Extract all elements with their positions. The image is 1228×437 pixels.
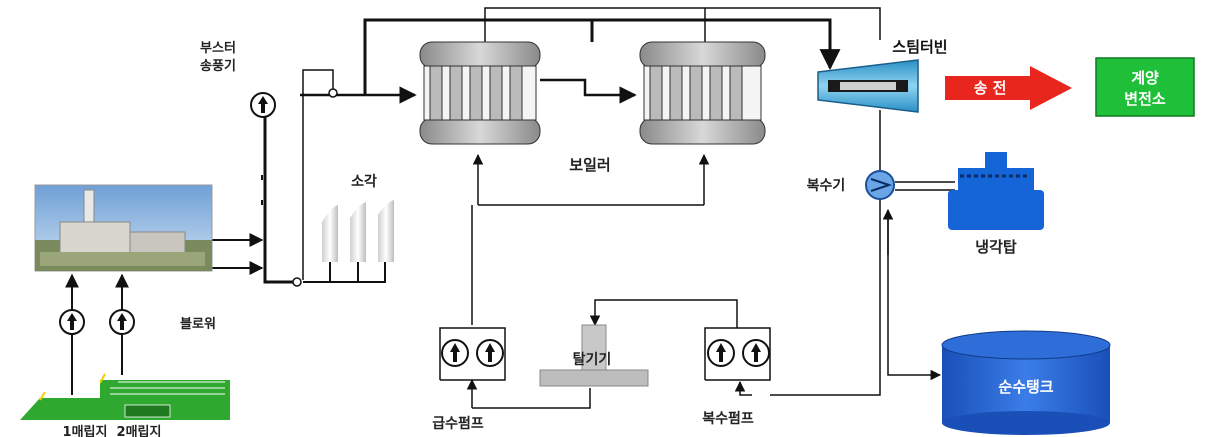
incinerator-flues — [322, 200, 394, 262]
transmission-arrow — [945, 66, 1072, 110]
booster-fan-label-line-1: 부스터 — [200, 40, 236, 56]
plant-photo — [35, 185, 212, 271]
condensate-pump-label: 복수펌프 — [702, 410, 754, 427]
landfill-graphic — [20, 374, 230, 420]
condensate-pump-b-icon — [743, 340, 769, 366]
condenser — [866, 171, 894, 199]
cooling-tower — [948, 152, 1044, 230]
feedwater-pump-label: 급수펌프 — [432, 415, 484, 432]
feedwater-pump-b-icon — [477, 340, 503, 366]
incinerator-label: 소각 — [351, 173, 377, 190]
substation-label-line-2: 변전소 — [1124, 90, 1166, 108]
condensate-pump-a-icon — [708, 340, 734, 366]
blower-label: 블로워 — [180, 317, 216, 332]
landfill-2-pump-icon — [110, 310, 134, 334]
boiler-label: 보일러 — [569, 156, 610, 174]
cooling-tower-label: 냉각탑 — [975, 238, 1017, 256]
pure-water-tank-label: 순수탱크 — [998, 378, 1053, 396]
steam-turbine-label: 스팀터빈 — [892, 38, 947, 56]
landfill-1-pump-icon — [60, 310, 84, 334]
boiler-2 — [640, 42, 765, 144]
condenser-label: 복수기 — [807, 178, 846, 194]
boiler-1 — [420, 42, 540, 144]
booster-fan-label-line-2: 송풍기 — [200, 59, 236, 74]
transmission-label: 송 전 — [974, 79, 1007, 97]
deaerator-label: 탈기기 — [573, 352, 612, 368]
steam-turbine — [818, 60, 918, 112]
substation-label-line-1: 계양 — [1131, 69, 1159, 87]
landfill-label: 1매립지 2매립지 — [63, 425, 162, 437]
feedwater-pump-a-icon — [442, 340, 468, 366]
booster-fan-pump-icon — [251, 93, 275, 117]
